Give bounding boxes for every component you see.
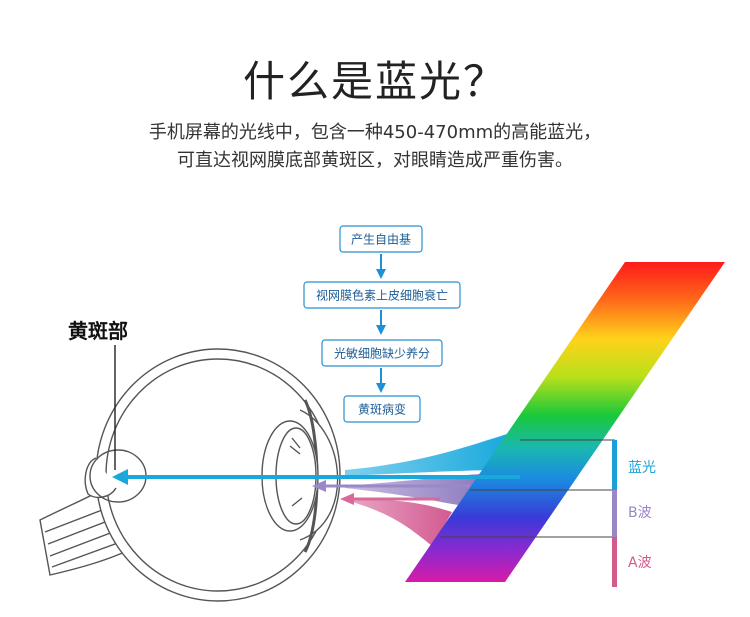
flow-step-3: 光敏细胞缺少养分 [334, 346, 430, 361]
flow-box-3 [321, 339, 443, 367]
pink-ray-arrowhead [340, 493, 354, 505]
band-label-a: A波 [628, 555, 652, 571]
subtitle-line-2: 可直达视网膜底部黄斑区，对眼睛造成严重伤害。 [177, 150, 573, 171]
flow-box-1 [339, 225, 423, 253]
band-bar-b [612, 490, 617, 537]
purple-light-fan [345, 474, 480, 505]
subtitle-line-1: 手机屏幕的光线中，包含一种450-470mm的高能蓝光， [148, 122, 602, 143]
flow-step-4: 黄斑病变 [358, 402, 406, 417]
blue-light-fan [345, 430, 520, 476]
pink-light-fan [345, 498, 452, 546]
band-label-b: B波 [628, 505, 652, 521]
purple-ray-arrowhead [312, 480, 326, 492]
flow-box-4 [343, 395, 421, 423]
flow-box-2 [303, 281, 461, 309]
band-label-blue: 蓝光 [628, 460, 656, 476]
light-spectrum [405, 262, 725, 582]
page-title: 什么是蓝光？ [242, 57, 507, 106]
macula-label: 黄斑部 [68, 319, 128, 343]
flow-chart: 产生自由基 视网膜色素上皮细胞衰亡 光敏细胞缺少养分 黄斑病变 [303, 225, 461, 423]
band-bar-a [612, 537, 617, 587]
flow-step-2: 视网膜色素上皮细胞衰亡 [316, 288, 448, 303]
band-bar-blue [612, 440, 617, 490]
flow-step-1: 产生自由基 [351, 233, 411, 247]
blue-ray-arrowhead [112, 469, 128, 485]
